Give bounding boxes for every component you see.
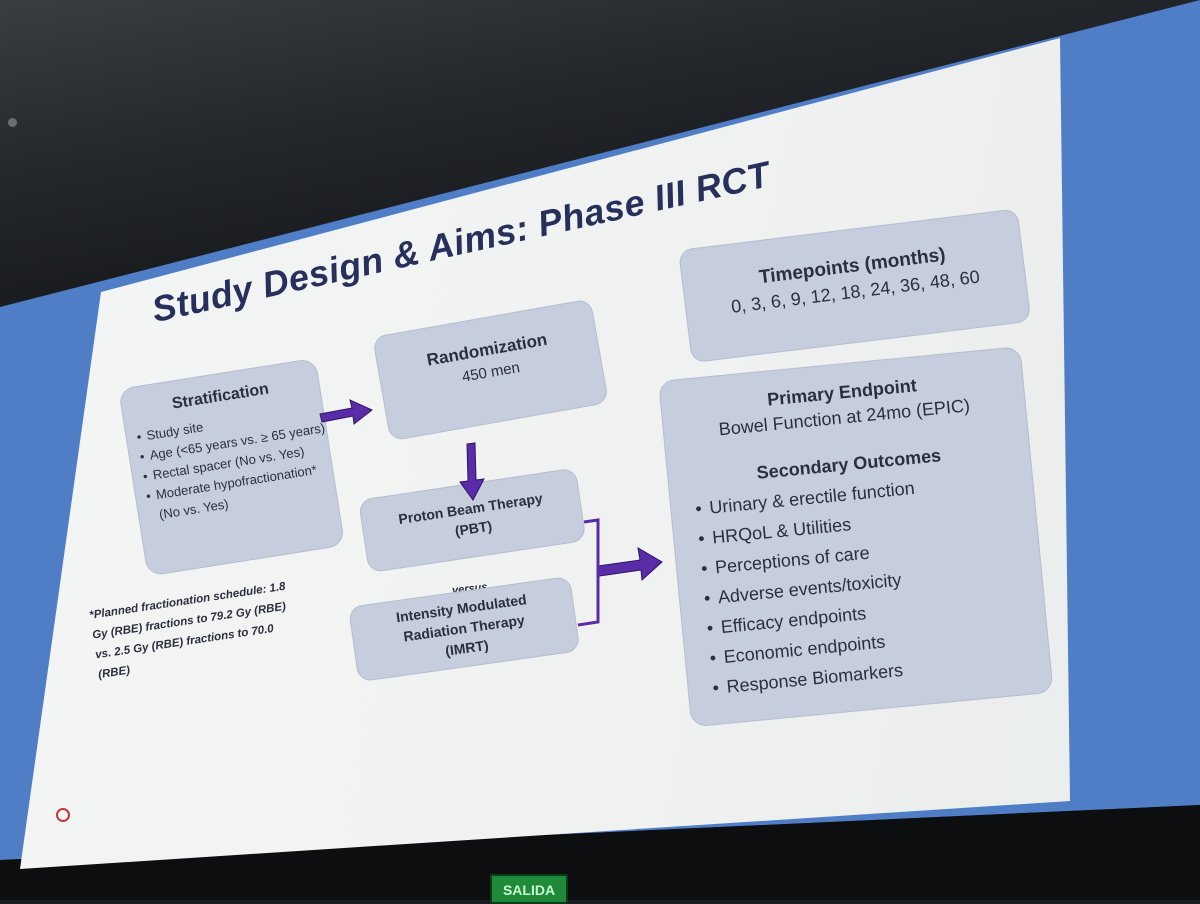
arrow-strat-to-randomization bbox=[319, 399, 373, 425]
arrow-randomization-to-arms bbox=[459, 442, 485, 501]
ceiling-camera bbox=[8, 118, 17, 127]
institution-logo-icon bbox=[56, 808, 70, 822]
bracket-arms bbox=[577, 518, 600, 627]
arrow-arms-to-endpoints bbox=[597, 547, 663, 582]
